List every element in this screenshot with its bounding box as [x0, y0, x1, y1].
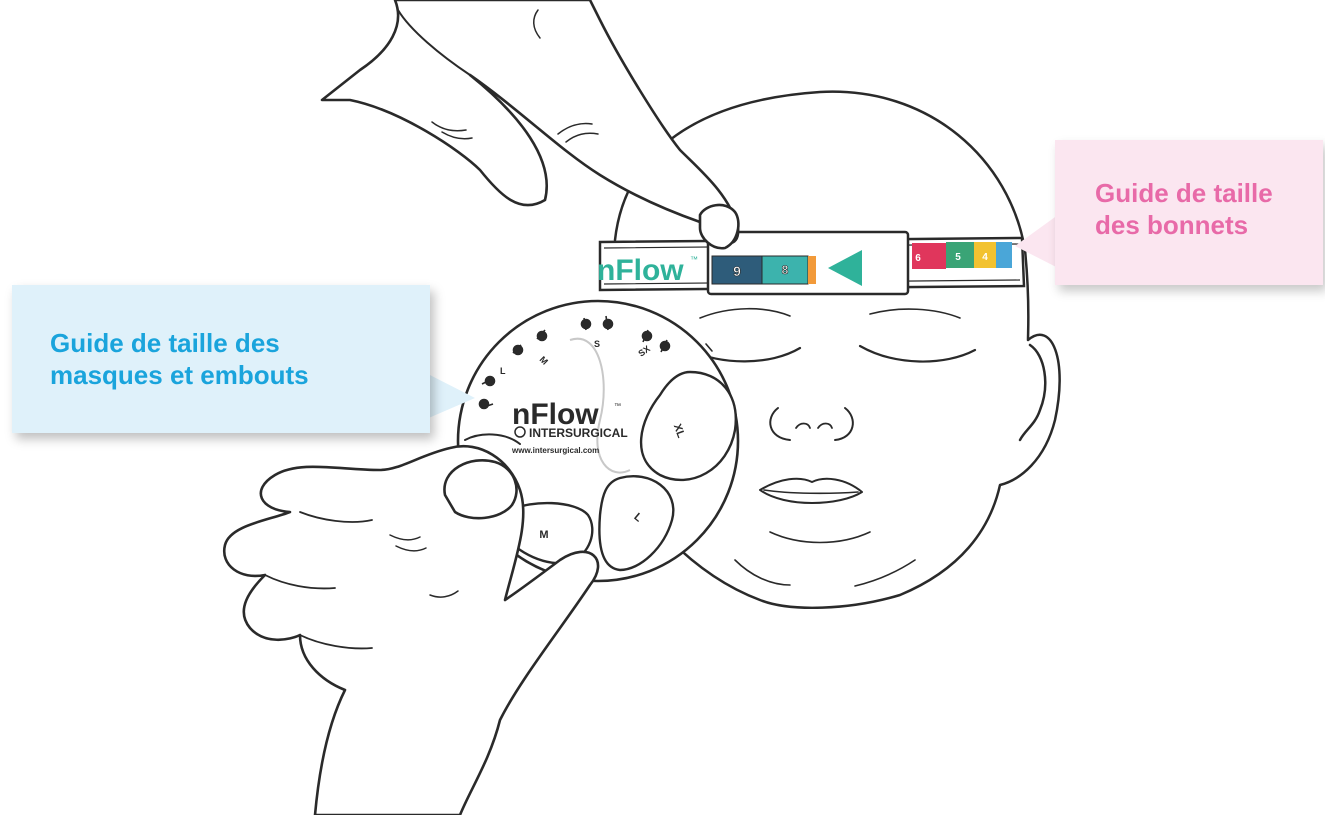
band-size-label: 5 — [955, 252, 961, 263]
callout-text-line: masques et embouts — [50, 359, 390, 391]
sizing-headband: 9 8 6 5 4 nFlow ™ — [597, 232, 1024, 294]
callout-text-line: Guide de taille — [1095, 177, 1315, 209]
callout-text-line: Guide de taille des — [50, 327, 390, 359]
bonnets-sizing-callout: Guide de taille des bonnets — [1055, 140, 1323, 285]
cutout-label: M — [539, 529, 548, 541]
scale-label: L — [500, 366, 506, 376]
scale-label: S — [594, 339, 600, 349]
band-size-label: 4 — [982, 252, 988, 263]
callout-text-line: des bonnets — [1095, 209, 1315, 241]
band-size-label: 8 — [782, 263, 789, 277]
masks-sizing-callout: Guide de taille des masques et embouts — [12, 285, 430, 433]
band-size-label: 9 — [733, 263, 741, 279]
disc-website: www.intersurgical.com — [511, 446, 599, 455]
band-size-label: 6 — [915, 253, 921, 264]
top-hand — [322, 0, 738, 248]
disc-company: INTERSURGICAL — [529, 426, 628, 440]
disc-trademark: ™ — [614, 403, 621, 410]
band-brand-logo: nFlow — [597, 254, 684, 287]
band-trademark: ™ — [690, 255, 698, 264]
